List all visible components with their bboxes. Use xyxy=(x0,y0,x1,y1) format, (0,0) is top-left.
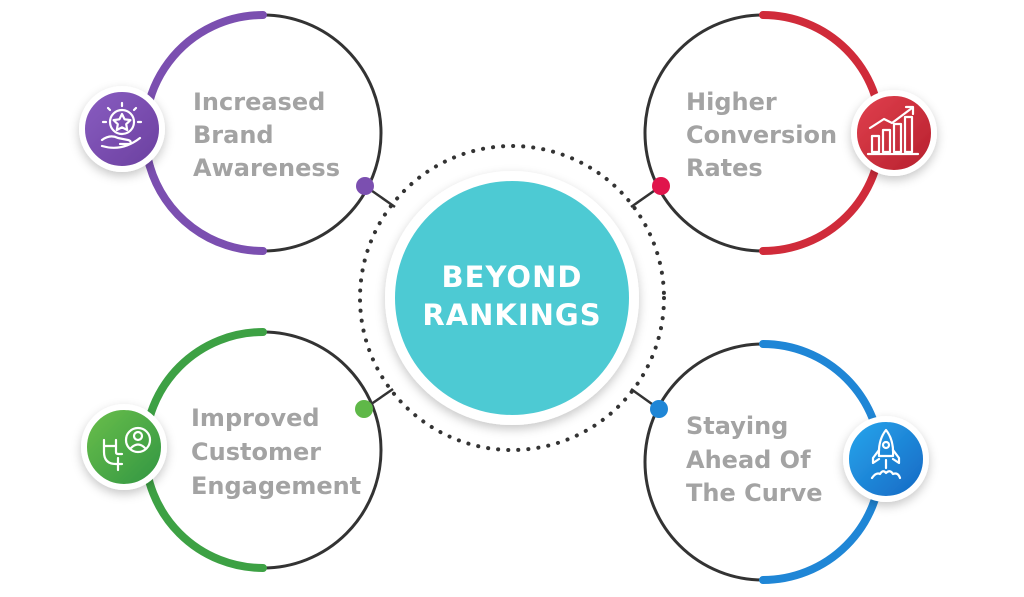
center-dotted-ring xyxy=(358,144,666,452)
label-ahead-of-curve: Staying Ahead Of The Curve xyxy=(686,412,823,507)
connector-dot-red xyxy=(652,177,670,195)
badge-ahead-of-curve xyxy=(843,416,929,502)
label-customer-engagement-line1: Improved xyxy=(191,404,320,432)
label-conversion-rates-line3: Rates xyxy=(686,154,763,182)
label-conversion-rates: Higher Conversion Rates xyxy=(686,88,837,182)
label-brand-awareness-line3: Awareness xyxy=(193,154,340,182)
center-title-line1: BEYOND xyxy=(442,260,583,294)
label-brand-awareness-line1: Increased xyxy=(193,88,325,116)
label-customer-engagement: Improved Customer Engagement xyxy=(191,404,361,500)
magnet-person-icon xyxy=(102,426,152,472)
label-ahead-of-curve-line3: The Curve xyxy=(686,479,823,507)
center-title-line2: RANKINGS xyxy=(422,298,601,332)
label-ahead-of-curve-line2: Ahead Of xyxy=(686,446,811,474)
label-customer-engagement-line2: Customer xyxy=(191,438,321,466)
badge-brand-awareness xyxy=(79,86,165,172)
center-circle xyxy=(385,171,639,425)
center-hub: BEYOND RANKINGS xyxy=(358,144,666,452)
label-customer-engagement-line3: Engagement xyxy=(191,472,361,500)
badge-customer-engagement xyxy=(81,404,167,490)
badge-conversion-rates xyxy=(851,90,937,176)
label-conversion-rates-line2: Conversion xyxy=(686,121,837,149)
bar-chart-growth-icon xyxy=(866,105,920,156)
label-brand-awareness-line2: Brand xyxy=(193,121,274,149)
rocket-icon xyxy=(870,428,902,480)
connector-dot-green xyxy=(355,400,373,418)
star-hand-icon xyxy=(100,101,143,149)
label-ahead-of-curve-line1: Staying xyxy=(686,412,788,440)
ring-brand-awareness xyxy=(141,11,383,255)
connector-dot-blue xyxy=(650,400,668,418)
label-brand-awareness: Increased Brand Awareness xyxy=(193,88,340,182)
connector-dot-purple xyxy=(356,177,374,195)
label-conversion-rates-line1: Higher xyxy=(686,88,777,116)
